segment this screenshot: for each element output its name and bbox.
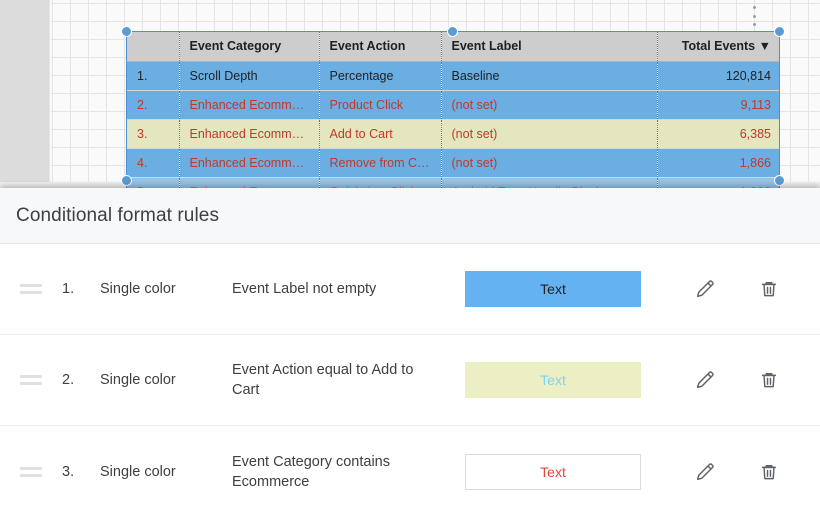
drag-bar: [20, 291, 42, 294]
resize-handle-top-right[interactable]: [774, 26, 785, 37]
kebab-dot: [752, 6, 756, 9]
col-header-event-category[interactable]: Event Category: [179, 32, 320, 62]
col-header-event-label[interactable]: Event Label: [441, 32, 658, 62]
more-vert-icon[interactable]: [749, 4, 759, 28]
pencil-icon[interactable]: [692, 367, 718, 393]
cell-event-label: (not set): [441, 90, 658, 120]
cell-index: 1.: [127, 61, 180, 91]
rule-row[interactable]: 1. Single color Event Label not empty Te…: [0, 244, 820, 335]
cell-event-category: Scroll Depth: [179, 61, 320, 91]
cell-event-category: Enhanced Ecommerce: [179, 90, 320, 120]
rule-color-preview[interactable]: Text: [465, 362, 641, 398]
conditional-format-rules-panel: Conditional format rules 1. Single color…: [0, 188, 820, 524]
cell-event-category: Enhanced Ecommerce: [179, 148, 320, 178]
rule-color-preview[interactable]: Text: [465, 453, 641, 490]
rule-preview-wrap: Text: [454, 453, 652, 490]
cell-total-events: 1,866: [657, 148, 779, 178]
col-header-total-events-label: Total Events: [681, 39, 756, 54]
drag-bar: [20, 375, 42, 378]
cell-index: 5.: [127, 177, 180, 190]
kebab-dot: [752, 14, 756, 18]
rule-row[interactable]: 2. Single color Event Action equal to Ad…: [0, 335, 820, 426]
rule-color-preview[interactable]: Text: [465, 271, 641, 307]
cell-event-category: Enhanced Ecommerce: [179, 177, 320, 190]
rule-preview-wrap: Text: [454, 362, 652, 398]
canvas-left-rail: [0, 0, 48, 182]
rule-type: Single color: [100, 372, 176, 388]
pencil-icon[interactable]: [692, 276, 718, 302]
cell-total-events: 6,385: [657, 119, 779, 149]
resize-handle-bottom-left[interactable]: [121, 175, 132, 186]
rule-actions: [652, 276, 802, 302]
rule-number: 1.: [62, 281, 75, 297]
trash-icon[interactable]: [756, 459, 782, 485]
report-table-widget[interactable]: Event Category Event Action Event Label …: [126, 31, 780, 191]
drag-bar: [20, 284, 42, 287]
rule-preview-wrap: Text: [454, 271, 652, 307]
cell-index: 2.: [127, 90, 180, 120]
table-row[interactable]: 3. Enhanced Ecommerce Add to Cart (not s…: [127, 119, 779, 149]
cell-total-events: 1,220: [657, 177, 779, 190]
trash-icon[interactable]: [756, 367, 782, 393]
canvas-rail-shadow: [48, 0, 51, 182]
rule-actions: [652, 367, 802, 393]
rule-actions: [652, 459, 802, 485]
table-row[interactable]: 5. Enhanced Ecommerce Quickview Click An…: [127, 177, 779, 190]
table-row[interactable]: 4. Enhanced Ecommerce Remove from Cart (…: [127, 148, 779, 178]
rule-condition: Event Action equal to Add to Cart: [232, 362, 414, 398]
table-body: 1. Scroll Depth Percentage Baseline 120,…: [127, 61, 779, 190]
col-header-total-events[interactable]: Total Events ▼: [657, 32, 779, 62]
resize-handle-bottom-right[interactable]: [774, 175, 785, 186]
rule-number: 2.: [62, 372, 75, 388]
table-row[interactable]: 1. Scroll Depth Percentage Baseline 120,…: [127, 61, 779, 91]
col-header-event-action[interactable]: Event Action: [319, 32, 442, 62]
drag-bar: [20, 473, 42, 477]
rule-row[interactable]: 3. Single color Event Category contains …: [0, 426, 820, 517]
drag-handle-icon[interactable]: [18, 375, 44, 385]
rule-number: 3.: [62, 463, 75, 480]
rule-condition: Event Label not empty: [232, 281, 377, 297]
drag-bar: [20, 382, 42, 385]
drag-bar: [20, 466, 42, 470]
cell-index: 3.: [127, 119, 180, 149]
kebab-dot: [752, 23, 756, 26]
table-row[interactable]: 2. Enhanced Ecommerce Product Click (not…: [127, 90, 779, 120]
cell-total-events: 9,113: [657, 90, 779, 120]
cell-event-action: Add to Cart: [319, 119, 442, 149]
cell-event-label: Baseline: [441, 61, 658, 91]
cell-index: 4.: [127, 148, 180, 178]
trash-icon[interactable]: [756, 276, 782, 302]
rule-type: Single color: [100, 281, 176, 297]
drag-handle-icon[interactable]: [18, 284, 44, 294]
rule-condition: Event Category contains Ecommerce: [232, 453, 390, 490]
resize-handle-top-left[interactable]: [121, 26, 132, 37]
page-title: Conditional format rules: [16, 204, 220, 226]
cell-event-label: (not set): [441, 148, 658, 178]
cell-event-action: Product Click: [319, 90, 442, 120]
sort-desc-icon[interactable]: ▼: [758, 39, 771, 54]
col-header-index[interactable]: [127, 32, 180, 62]
panel-header: Conditional format rules: [0, 188, 820, 244]
cell-event-label: Android Tone Hoodie Black: [441, 177, 658, 190]
cell-event-label: (not set): [441, 119, 658, 149]
cell-total-events: 120,814: [657, 61, 779, 91]
table-header-row: Event Category Event Action Event Label …: [127, 32, 779, 62]
rules-list: 1. Single color Event Label not empty Te…: [0, 244, 820, 517]
cell-event-action: Quickview Click: [319, 177, 442, 190]
cell-event-category: Enhanced Ecommerce: [179, 119, 320, 149]
pencil-icon[interactable]: [692, 459, 718, 485]
drag-handle-icon[interactable]: [18, 466, 44, 477]
table-header: Event Category Event Action Event Label …: [127, 32, 779, 62]
cell-event-action: Percentage: [319, 61, 442, 91]
rule-type: Single color: [100, 463, 176, 480]
resize-handle-top-middle[interactable]: [447, 26, 458, 37]
cell-event-action: Remove from Cart: [319, 148, 442, 178]
report-table: Event Category Event Action Event Label …: [127, 32, 779, 190]
